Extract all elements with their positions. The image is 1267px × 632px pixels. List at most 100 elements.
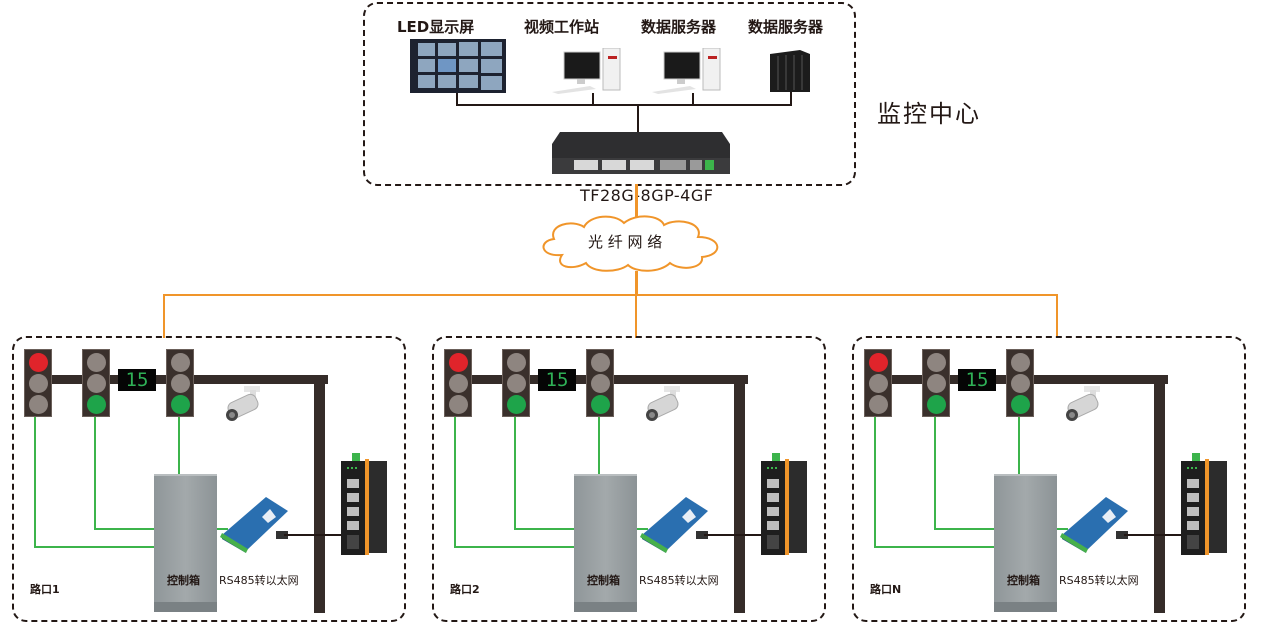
fiber-link-trunk [635,184,638,220]
traffic-light-3 [166,349,194,417]
intersection-2: 15 控制箱 [420,332,840,632]
ethernet-cable [284,534,344,536]
camera-icon [1066,386,1100,421]
device-label-server-1: 数据服务器 [641,18,717,36]
ethernet-cable [1124,534,1184,536]
link-workstation [592,93,594,105]
signal-wire-1 [34,417,36,547]
green-light-icon [591,395,610,414]
signal-wire-1 [874,417,876,547]
countdown-display: 15 [538,369,576,391]
signal-pole [734,375,745,613]
control-cabinet-base [574,602,637,612]
rs485-wire [636,528,648,530]
green-light-icon [927,395,946,414]
traffic-light-2 [922,349,950,417]
green-light-off-icon [869,395,888,414]
traffic-light-3 [586,349,614,417]
signal-wire-1 [34,546,154,548]
green-light-icon [87,395,106,414]
fiber-link-intersection-1 [163,294,165,338]
cloud-icon [542,215,719,272]
rs485-ethernet-converter-icon [220,497,288,553]
link-to-switch [637,104,639,134]
traffic-light-1 [444,349,472,417]
rack-switch-icon [552,132,730,174]
control-cabinet-base [994,602,1057,612]
server-rack-icon [770,50,810,92]
green-light-icon [171,395,190,414]
link-led [456,93,458,105]
red-light-off-icon [87,353,106,372]
green-light-icon [1011,395,1030,414]
device-label-workstation: 视频工作站 [524,18,600,36]
countdown-display: 15 [118,369,156,391]
control-center-title: 监控中心 [877,100,981,128]
signal-pole [1154,375,1165,613]
intersection-3: 15 控制箱 [840,332,1260,632]
signal-wire-1 [454,546,574,548]
red-light-off-icon [1011,353,1030,372]
amber-light-icon [449,374,468,393]
intersection-name: 路口1 [30,583,60,596]
industrial-switch-icon [341,453,387,555]
signal-wire-3 [598,417,600,475]
amber-light-icon [29,374,48,393]
signal-wire-2 [934,417,936,529]
link-server-1 [692,93,694,105]
device-label-led: LED显示屏 [397,18,475,36]
green-light-icon [507,395,526,414]
signal-wire-2 [514,417,516,529]
traffic-light-1 [864,349,892,417]
green-light-off-icon [449,395,468,414]
rs485-wire [216,528,228,530]
intersection-box [12,336,406,622]
amber-light-icon [927,374,946,393]
link-server-2 [790,92,792,105]
intersection-name: 路口2 [450,583,480,596]
intersection-name: 路口N [870,583,902,596]
control-cabinet-icon [574,474,637,604]
amber-light-icon [507,374,526,393]
traffic-light-3 [1006,349,1034,417]
red-light-off-icon [507,353,526,372]
device-label-server-2: 数据服务器 [748,18,824,36]
ethernet-cable [704,534,764,536]
signal-wire-2 [94,417,96,529]
network-label: 光 纤 网 络 [588,233,663,251]
cabinet-label: 控制箱 [587,574,620,587]
fiber-link-down [635,271,638,295]
rs485-ethernet-converter-icon [1060,497,1128,553]
red-light-icon [869,353,888,372]
red-light-off-icon [591,353,610,372]
amber-light-icon [591,374,610,393]
signal-wire-2 [94,528,154,530]
intersection-box [852,336,1246,622]
rs485-wire [1056,528,1068,530]
converter-label: RS485转以太网 [219,574,299,587]
signal-pole [314,375,325,613]
core-switch-model: TF28G-8GP-4GF [580,186,714,205]
green-light-off-icon [29,395,48,414]
signal-wire-3 [1018,417,1020,475]
control-cabinet-icon [994,474,1057,604]
control-cabinet-base [154,602,217,612]
intersection-1: 15 控制箱 [0,332,420,632]
industrial-switch-icon [761,453,807,555]
signal-wire-1 [874,546,994,548]
industrial-switch-icon [1181,453,1227,555]
traffic-light-2 [502,349,530,417]
traffic-light-1 [24,349,52,417]
fiber-link-intersection-2 [635,294,637,338]
camera-icon [646,386,680,421]
fiber-link-intersection-n [1056,294,1058,338]
countdown-display: 15 [958,369,996,391]
intersection-box [432,336,826,622]
signal-wire-2 [514,528,574,530]
signal-wire-3 [178,417,180,475]
red-light-off-icon [171,353,190,372]
converter-label: RS485转以太网 [639,574,719,587]
red-light-icon [449,353,468,372]
cabinet-label: 控制箱 [1007,574,1040,587]
amber-light-icon [869,374,888,393]
